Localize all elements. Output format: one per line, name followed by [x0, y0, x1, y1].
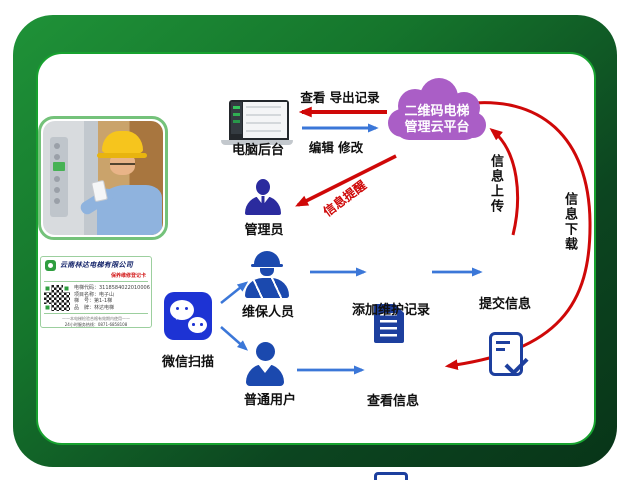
diagram-canvas — [36, 52, 596, 445]
card-fields: 电梯代码：3118584022010006 项目名称：电子山 梯 号：第1-1梯… — [74, 285, 150, 311]
laptop-sidebar — [231, 102, 242, 134]
card-field: 梯 号：第1-1梯 — [74, 298, 113, 304]
wechat-scan-label: 微信扫描 — [161, 355, 214, 370]
user-body — [246, 364, 284, 386]
computer-backend-icon — [221, 100, 293, 145]
view-info-label: 查看信息 — [366, 394, 419, 409]
company-name: 云南林达电梯有限公司 — [60, 261, 133, 269]
card-hotline: 24小时服务热线：0871-6858108 — [64, 322, 128, 327]
card-field: 项目名称：电子山 — [74, 291, 115, 298]
laptop-base — [221, 140, 293, 145]
elevator-scene — [43, 121, 163, 235]
add-record-icon — [374, 304, 404, 343]
admin-icon — [245, 179, 281, 221]
card-body: 电梯代码：3118584022010006 项目名称：电子山 梯 号：第1-1梯… — [41, 284, 151, 311]
computer-backend-label: 电脑后台 — [231, 143, 284, 158]
qr-code — [44, 285, 70, 311]
qr-finder-icon — [44, 304, 51, 311]
card-header: 云南林达电梯有限公司 — [41, 257, 151, 271]
view-export-label: 查看 导出记录 — [300, 90, 380, 105]
worker-face — [110, 155, 136, 175]
cloud-platform: 二维码电梯 管理云平台 — [380, 78, 494, 152]
submit-info-label: 提交信息 — [478, 297, 531, 312]
wechat-icon — [164, 292, 212, 340]
worker-helmet-brim — [97, 152, 148, 159]
info-download-label: 信息下载 — [562, 192, 577, 252]
company-logo-icon — [45, 260, 56, 271]
qr-finder-icon — [63, 285, 70, 292]
card-footer: ——本电梯检验合格有效期内使用—— — [62, 316, 130, 321]
laptop-content — [243, 102, 287, 138]
helmet-brim — [251, 264, 283, 267]
chat-bubble-icon — [188, 317, 207, 333]
user-label: 普通用户 — [243, 393, 296, 408]
admin-tie — [261, 196, 265, 207]
view-info-icon — [374, 472, 408, 480]
cloud-label-line1: 二维码电梯 — [404, 104, 470, 119]
divider — [44, 281, 148, 282]
chat-bubble-icon — [170, 300, 194, 320]
edit-modify-label: 编辑 修改 — [308, 140, 364, 155]
card-field: 品 牌：林达电梯 — [74, 304, 115, 311]
registration-card: 云南林达电梯有限公司 保养维修登记卡 电梯代码：3118584022010006… — [40, 256, 152, 328]
elevator-button-panel — [50, 136, 69, 217]
cloud-label: 二维码电梯 管理云平台 — [380, 78, 494, 152]
submit-info-icon — [489, 332, 529, 376]
admin-body — [245, 196, 281, 215]
card-subtitle: 保养维修登记卡 — [110, 273, 146, 279]
info-upload-label: 信息上传 — [488, 154, 503, 214]
qr-finder-icon — [44, 285, 51, 292]
divider — [44, 313, 148, 314]
card-field: 电梯代码：3118584022010006 — [74, 285, 150, 291]
maintainer-label: 维保人员 — [241, 305, 294, 320]
maintainer-face — [260, 268, 274, 276]
maintainer-body — [245, 278, 289, 298]
worker-helmet — [101, 131, 143, 156]
admin-head — [256, 179, 270, 195]
laptop-screen — [229, 100, 289, 140]
user-icon — [245, 342, 285, 388]
helmet-icon — [254, 251, 280, 264]
qr-plate — [52, 162, 65, 172]
admin-label: 管理员 — [244, 223, 284, 238]
user-head — [255, 342, 275, 361]
add-record-label: 添加维护记录 — [351, 303, 430, 318]
technician-photo — [38, 116, 168, 240]
maintainer-icon — [245, 251, 289, 301]
cloud-label-line2: 管理云平台 — [404, 120, 470, 135]
